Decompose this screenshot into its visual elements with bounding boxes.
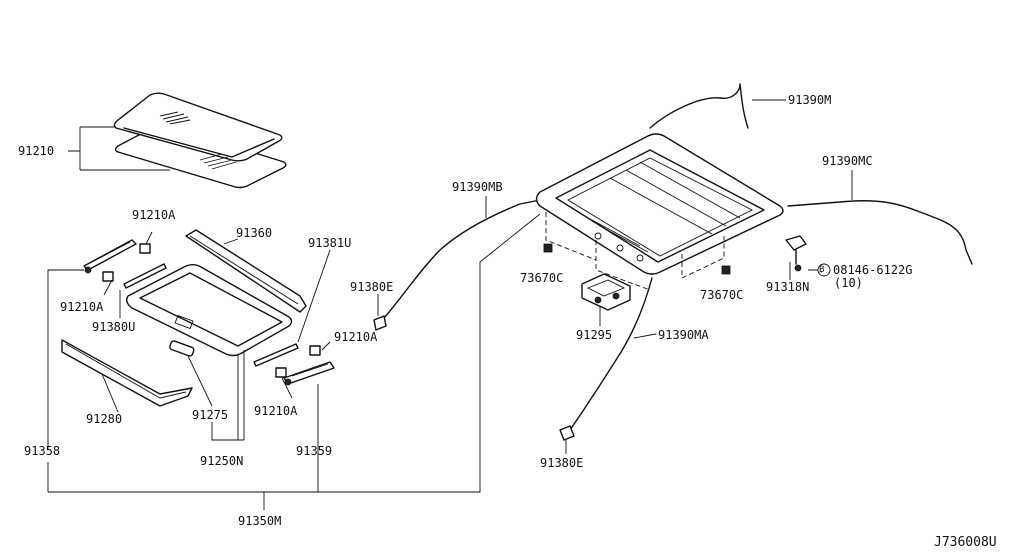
label-08146-6122g: 08146-6122G [833, 263, 913, 277]
label-91210a-1: 91210A [132, 208, 176, 222]
sunroof-main-frame [535, 133, 784, 275]
label-91380e-2: 91380E [540, 456, 584, 470]
label-91359: 91359 [296, 444, 333, 458]
label-73670c-2: 73670C [700, 288, 744, 302]
left-rail-part [83, 239, 137, 274]
label-91275: 91275 [192, 408, 229, 422]
clip-73670c-2 [721, 265, 731, 275]
handle-part [169, 340, 195, 357]
label-91360: 91360 [236, 226, 273, 240]
label-91390mb: 91390MB [452, 180, 503, 194]
label-91280: 91280 [86, 412, 123, 426]
label-91210a-4: 91210A [254, 404, 298, 418]
label-91210a-2: 91210A [60, 300, 104, 314]
label-91210: 91210 [18, 144, 55, 158]
label-91390m: 91390M [788, 93, 832, 107]
bracket-part [785, 235, 807, 272]
clip-73670c-1 [543, 243, 553, 253]
drawing-code: J736008U [934, 535, 997, 550]
clip-part-2 [102, 271, 114, 282]
label-91390mc: 91390MC [822, 154, 873, 168]
bolt-symbol-icon [817, 263, 831, 277]
frame-seal-part [185, 229, 307, 313]
label-qty-10: (10) [834, 276, 863, 290]
label-91390ma: 91390MA [658, 328, 709, 342]
drain-hose-rear-right [649, 83, 749, 129]
glass-lid-part [113, 92, 287, 189]
drain-hose-front-left [383, 199, 541, 319]
label-91295: 91295 [576, 328, 613, 342]
label-91318n: 91318N [766, 280, 810, 294]
trim-finisher-part [61, 339, 193, 407]
sunshade-frame-part [125, 264, 293, 357]
label-91350m: 91350M [238, 514, 282, 528]
label-91250n: 91250N [200, 454, 244, 468]
clip-part-3 [309, 345, 321, 356]
drain-hose-front-right [787, 200, 973, 265]
label-91381u: 91381U [308, 236, 352, 250]
clip-part-1 [139, 243, 151, 254]
grommet-part-2 [559, 425, 575, 441]
label-91358: 91358 [24, 444, 61, 458]
right-rail-part [283, 361, 335, 386]
motor-part [581, 273, 631, 311]
label-91380u: 91380U [92, 320, 136, 334]
grommet-part-1 [373, 315, 387, 331]
seal-strip-right [253, 343, 299, 367]
clip-part-4 [275, 367, 287, 378]
label-73670c-1: 73670C [520, 271, 564, 285]
bolt-symbol-letter: B [819, 265, 825, 275]
label-91380e-1: 91380E [350, 280, 394, 294]
drain-hose-rear-left [569, 277, 653, 431]
label-91210a-3: 91210A [334, 330, 378, 344]
seal-strip-left [123, 263, 167, 289]
